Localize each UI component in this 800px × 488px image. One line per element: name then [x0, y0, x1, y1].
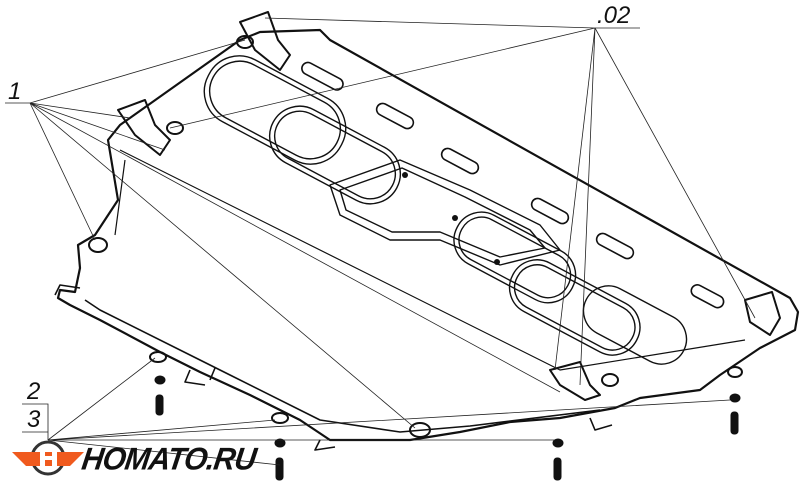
leader-lines — [5, 17, 756, 466]
fasteners — [149, 351, 743, 481]
callout-02: .02 — [597, 2, 631, 29]
homato-logo-icon — [12, 440, 84, 476]
callout-2: 2 — [27, 378, 41, 405]
flange-tabs — [54, 284, 613, 451]
callout-1: 1 — [8, 78, 22, 105]
front-flange — [84, 299, 601, 433]
stamped-ribs — [203, 55, 688, 365]
callout-3: 3 — [27, 406, 41, 433]
vent-slots — [301, 61, 725, 309]
logo-text: HOMATO.RU — [79, 442, 258, 477]
rivet-dots — [402, 172, 500, 265]
skid-plate-outline — [56, 28, 800, 442]
mounting-brackets — [88, 11, 781, 438]
plate-bend-line — [114, 149, 746, 371]
